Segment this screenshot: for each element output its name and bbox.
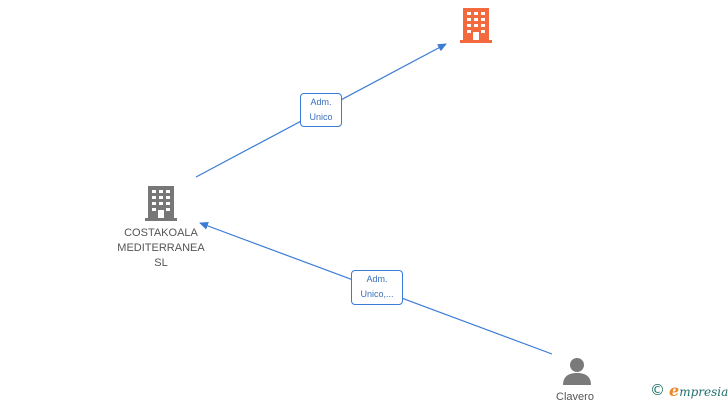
edge-label-adm-unico-more[interactable]: Adm. Unico,... (351, 270, 403, 305)
edge-label-line: Unico,... (360, 289, 394, 299)
person-icon (563, 358, 591, 385)
node-person-clavero[interactable] (562, 356, 592, 386)
edge-label-adm-unico[interactable]: Adm. Unico (300, 93, 342, 127)
node-costakoala[interactable] (145, 186, 177, 222)
edge-label-line: Adm. (310, 97, 332, 107)
empresia-logo: empresia (669, 381, 728, 400)
building-icon (460, 8, 492, 43)
building-icon (145, 186, 177, 221)
node-label-line: COSTAKOALA (124, 227, 198, 239)
node-label-costakoala: COSTAKOALA MEDITERRANEA SL (101, 226, 221, 271)
node-label-line: SL (154, 257, 168, 269)
logo-initial: e (669, 380, 680, 400)
edge-label-line: Adm. (366, 274, 388, 284)
empresia-copyright: © empresia (650, 380, 728, 400)
edge-label-line: Unico (309, 112, 333, 122)
copyright-icon: © (650, 381, 665, 399)
node-top-company[interactable] (460, 8, 492, 44)
logo-text: mpresia (679, 384, 728, 399)
node-label-clavero: Clavero (556, 391, 594, 403)
node-label-line: MEDITERRANEA (117, 242, 205, 254)
